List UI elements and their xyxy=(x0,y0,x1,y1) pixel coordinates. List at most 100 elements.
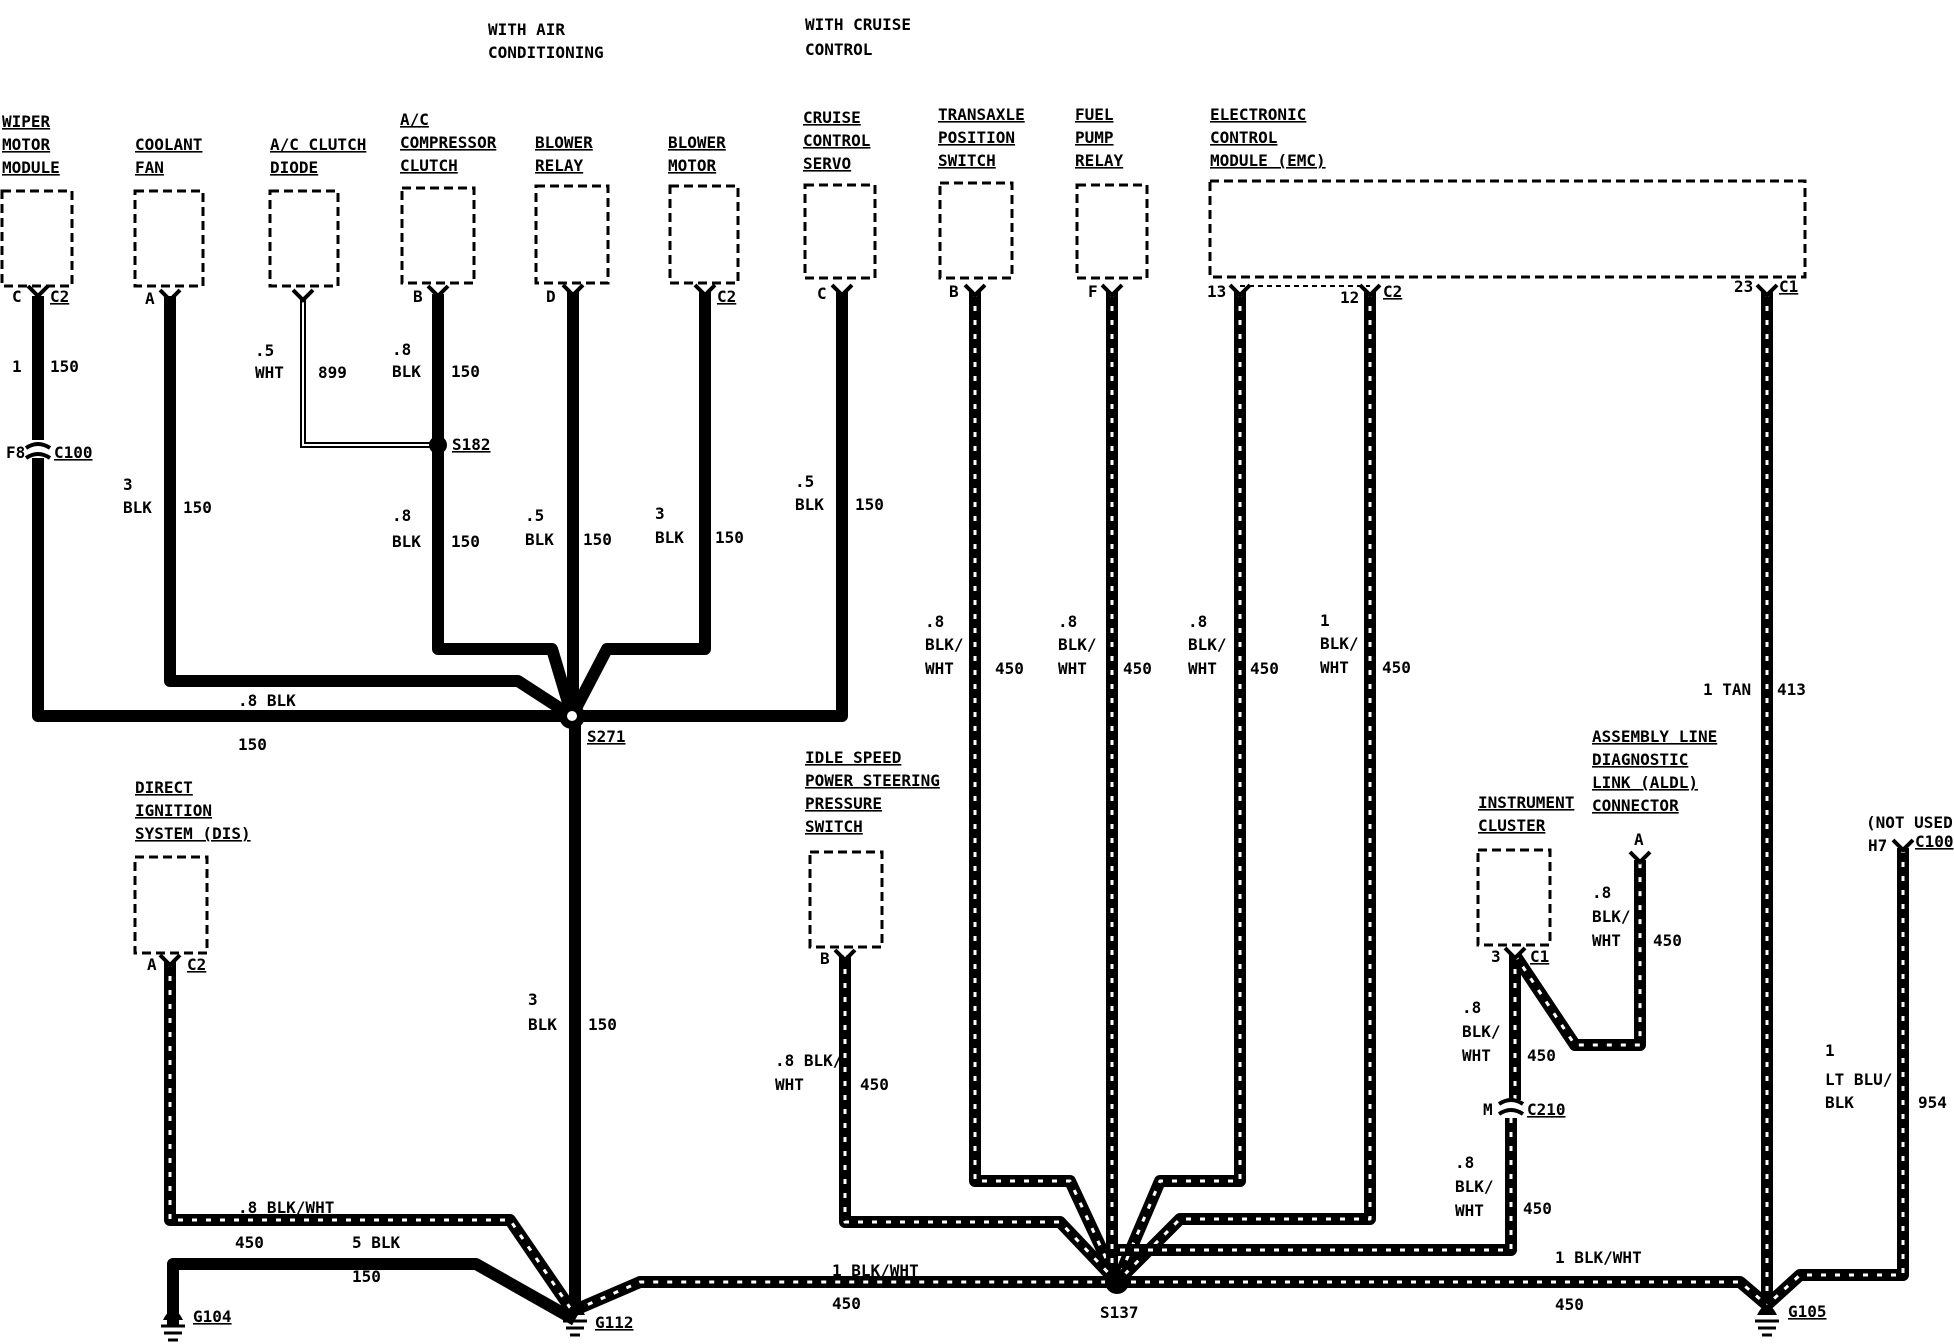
c210-pin-label: M xyxy=(1483,1100,1493,1119)
terminal-ac-compressor-icon xyxy=(426,284,450,299)
pin-cruise: C xyxy=(817,284,827,303)
label-fuel-1: FUEL xyxy=(1075,105,1114,124)
wire-emc12-size: 1 xyxy=(1320,611,1330,630)
component-boxes xyxy=(0,179,1807,955)
wire-emc23-circuit: 413 xyxy=(1777,680,1806,699)
coolant-fan-box xyxy=(133,189,205,288)
label-wiper-3: MODULE xyxy=(2,158,60,177)
label-dis-2: IGNITION xyxy=(135,801,212,820)
wire-s271-down-size: 3 xyxy=(528,990,538,1009)
pin-ac-compressor: B xyxy=(413,287,423,306)
wire-cluster-circuit: 450 xyxy=(1527,1046,1556,1065)
label-transaxle-1: TRANSAXLE xyxy=(938,105,1025,124)
terminal-emc12-icon xyxy=(1358,283,1382,298)
label-wiper-2: MOTOR xyxy=(2,135,51,154)
pin-labels: C C2 A B D C2 C B F 13 12 C2 23 C1 A C2 … xyxy=(12,277,1954,974)
terminal-idle-icon xyxy=(833,948,857,963)
wire-ac-upper-color: BLK xyxy=(392,362,421,381)
wire-fuel-color1: BLK/ xyxy=(1058,635,1097,654)
label-ac-comp-1: A/C xyxy=(400,110,429,129)
splices: S182 S271 S137 xyxy=(429,435,1139,1322)
wire-idle-circuit: 450 xyxy=(860,1075,889,1094)
wire-ac-lower-circuit: 150 xyxy=(451,532,480,551)
instrument-cluster-box xyxy=(1476,848,1552,947)
wire-dis-label: .8 BLK/WHT xyxy=(238,1198,334,1217)
wire-wiper-to-s271 xyxy=(32,458,572,722)
ground-g104: G104 xyxy=(161,1307,232,1342)
g112-ground-icon xyxy=(565,1305,585,1315)
label-idle-2: POWER STEERING xyxy=(805,771,940,790)
g105-label: G105 xyxy=(1788,1302,1827,1321)
terminal-emc23-icon xyxy=(1755,283,1779,298)
wire-h7-size: 1 xyxy=(1825,1041,1835,1060)
label-wiper-1: WIPER xyxy=(2,112,51,131)
wire-fuel-size: .8 xyxy=(1058,612,1077,631)
wire-idle-label1: .8 BLK/ xyxy=(775,1051,842,1070)
wire-emc13-stripe xyxy=(1115,292,1242,1283)
wire-coolant-to-s271 xyxy=(164,296,576,722)
label-dis-1: DIRECT xyxy=(135,778,193,797)
header-ac-line2: CONDITIONING xyxy=(488,43,604,62)
label-cruise-3: SERVO xyxy=(803,154,851,173)
pin-cluster-conn: C1 xyxy=(1530,947,1549,966)
terminal-blower-motor-icon xyxy=(693,283,717,298)
wire-emc12-circuit: 450 xyxy=(1382,658,1411,677)
wire-blower-relay-color: BLK xyxy=(525,530,554,549)
c100-lower-icon xyxy=(24,452,52,460)
wire-ac-compressor-to-s271 xyxy=(432,294,578,718)
wire-ac-lower-color: BLK xyxy=(392,532,421,551)
cruise-control-servo-box xyxy=(803,183,877,280)
label-aldl-1: ASSEMBLY LINE xyxy=(1592,727,1717,746)
label-fuel-3: RELAY xyxy=(1075,151,1124,170)
blower-motor-box xyxy=(668,184,740,285)
wire-emc13-size: .8 xyxy=(1188,612,1207,631)
wire-labels: 1 150 3 BLK 150 .5 WHT 899 .8 BLK 150 .8… xyxy=(12,340,1947,1314)
wire-emc12-stripe xyxy=(1115,292,1372,1284)
wire-ac-lower-size: .8 xyxy=(392,506,411,525)
ground-g105: G105 xyxy=(1755,1302,1827,1337)
g105-ground-icon xyxy=(1757,1305,1777,1315)
wire-ac-upper-circuit: 150 xyxy=(451,362,480,381)
diode-wire xyxy=(300,296,438,448)
wire-c210-down-color2: WHT xyxy=(1455,1201,1484,1220)
g104-label: G104 xyxy=(193,1307,232,1326)
wire-cluster-size: .8 xyxy=(1462,998,1481,1017)
wire-s137-g105-label: 1 BLK/WHT xyxy=(1555,1248,1642,1267)
wire-emc12-color1: BLK/ xyxy=(1320,634,1359,653)
wire-cruise-to-s271 xyxy=(572,292,848,722)
emc-box xyxy=(1208,179,1807,279)
ac-compressor-clutch-box xyxy=(400,186,476,285)
wire-blower-motor-color: BLK xyxy=(655,528,684,547)
component-labels-lower: DIRECT IGNITION SYSTEM (DIS) IDLE SPEED … xyxy=(135,727,1954,843)
pin-emc-23: 23 xyxy=(1734,277,1753,296)
ac-clutch-diode-box xyxy=(268,189,340,288)
wire-s271-down-color: BLK xyxy=(528,1015,557,1034)
header-cruise-line1: WITH CRUISE xyxy=(805,15,911,34)
ground-g112: G112 xyxy=(563,1305,634,1337)
wire-coolant-color: BLK xyxy=(123,498,152,517)
splice-s137-dot xyxy=(1105,1270,1129,1294)
wire-emc12-color2: WHT xyxy=(1320,658,1349,677)
header-cruise-line2: CONTROL xyxy=(805,40,872,59)
wire-emc13-to-s137 xyxy=(1111,292,1246,1285)
wire-idle-to-s137 xyxy=(839,955,1122,1287)
solid-black-wires xyxy=(32,292,848,1326)
label-blower-relay-1: BLOWER xyxy=(535,133,593,152)
terminal-aldl-icon xyxy=(1628,850,1652,865)
wire-transaxle-to-s137 xyxy=(969,292,1123,1285)
header-cruise-control: WITH CRUISE CONTROL xyxy=(805,15,911,59)
inline-connector-c100: F8 C100 xyxy=(6,442,93,462)
wire-c210-down-color1: BLK/ xyxy=(1455,1177,1494,1196)
wire-dis-stripe xyxy=(168,962,577,1316)
label-fuel-2: PUMP xyxy=(1075,128,1114,147)
pin-h7-conn: C100 xyxy=(1915,832,1954,851)
label-dis-3: SYSTEM (DIS) xyxy=(135,824,251,843)
wire-g112-s137-circuit: 450 xyxy=(832,1294,861,1313)
label-emc-2: CONTROL xyxy=(1210,128,1277,147)
wire-transaxle-color2: WHT xyxy=(925,659,954,678)
splice-s182-dot xyxy=(429,436,447,454)
wire-s137-g105-stripe xyxy=(1117,1280,1768,1307)
wire-emc13-color2: WHT xyxy=(1188,659,1217,678)
splice-s271-center xyxy=(567,711,577,721)
label-diode-2: DIODE xyxy=(270,158,318,177)
